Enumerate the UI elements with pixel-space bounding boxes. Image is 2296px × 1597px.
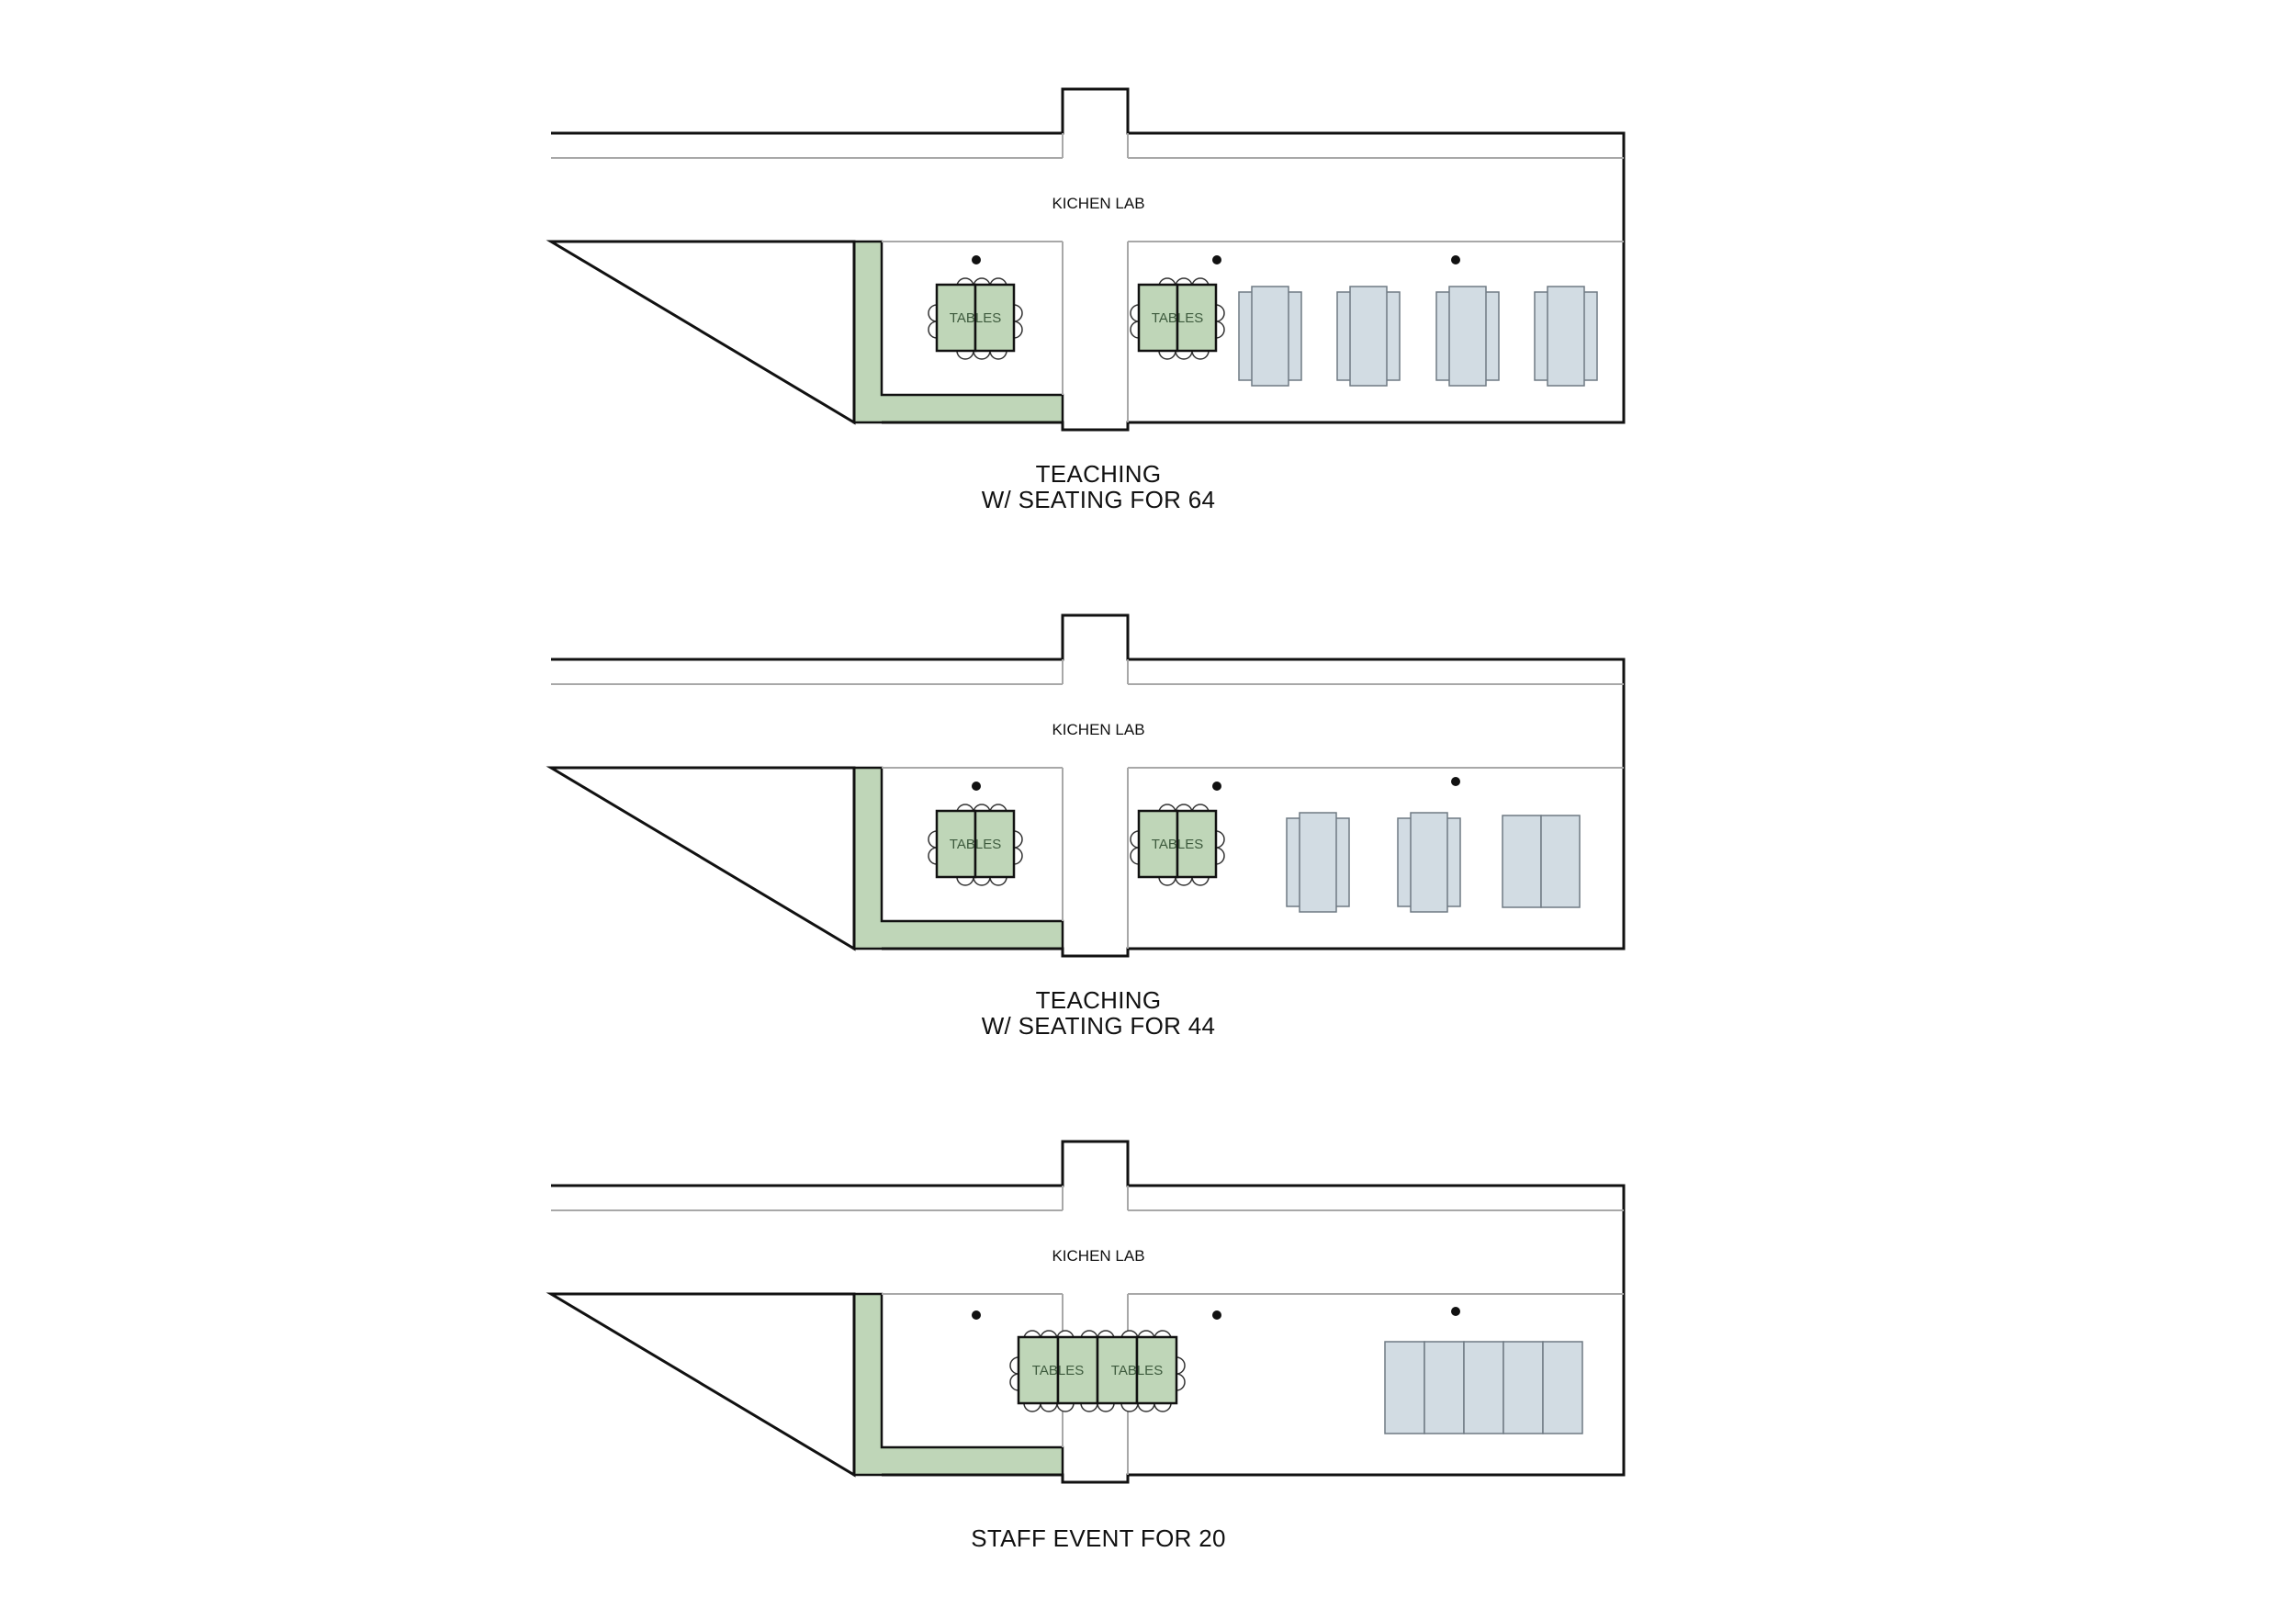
floor-plan-staff-event-20: KICHEN LAB TABLES TABLES xyxy=(546,1140,1626,1552)
building-outline xyxy=(546,613,1626,958)
floor-plan-teaching-44: KICHEN LAB TABLES xyxy=(546,613,1626,1040)
table-cluster-right: TABLES xyxy=(1130,277,1225,360)
column-dots xyxy=(972,255,1460,264)
table-label: TABLES xyxy=(1152,310,1203,326)
column-dots xyxy=(972,1307,1460,1320)
seating-benches xyxy=(1286,812,1581,913)
plan-caption-line1: STAFF EVENT FOR 20 xyxy=(971,1524,1226,1552)
plan-caption-line1: TEACHING xyxy=(1036,460,1162,488)
table-label: TABLES xyxy=(950,310,1001,326)
plan-caption-line2: W/ SEATING FOR 64 xyxy=(982,486,1216,513)
plan-caption-line2: W/ SEATING FOR 44 xyxy=(982,1012,1216,1040)
interior-lines xyxy=(551,659,1624,949)
table-cluster-joined: TABLES TABLES xyxy=(1009,1330,1186,1412)
bench-pair xyxy=(1502,815,1581,908)
table-label: TABLES xyxy=(950,837,1001,852)
bench-unit xyxy=(1435,286,1500,387)
column-dots xyxy=(972,777,1460,791)
bench-unit xyxy=(1238,286,1302,387)
table-cluster-left: TABLES xyxy=(928,277,1023,360)
room-label: KICHEN LAB xyxy=(1052,1247,1144,1265)
room-label: KICHEN LAB xyxy=(1052,721,1144,738)
interior-lines xyxy=(551,133,1624,422)
seating-benches xyxy=(1238,286,1598,387)
table-label: TABLES xyxy=(1111,1363,1163,1378)
floor-plan-teaching-64: KICHEN LAB TABLES xyxy=(546,87,1626,513)
table-cluster-left: TABLES xyxy=(928,804,1023,886)
table-label: TABLES xyxy=(1152,837,1203,852)
room-label: KICHEN LAB xyxy=(1052,195,1144,212)
bench-unit xyxy=(1286,812,1350,913)
bench-unit xyxy=(1336,286,1401,387)
table-label: TABLES xyxy=(1032,1363,1084,1378)
building-outline xyxy=(546,1140,1626,1484)
bench-unit xyxy=(1397,812,1461,913)
interior-lines xyxy=(551,1186,1624,1475)
plan-caption-line1: TEACHING xyxy=(1036,986,1162,1014)
bench-unit xyxy=(1534,286,1598,387)
stacked-benches xyxy=(1384,1341,1583,1434)
table-cluster-right: TABLES xyxy=(1130,804,1225,886)
building-outline xyxy=(546,87,1626,432)
